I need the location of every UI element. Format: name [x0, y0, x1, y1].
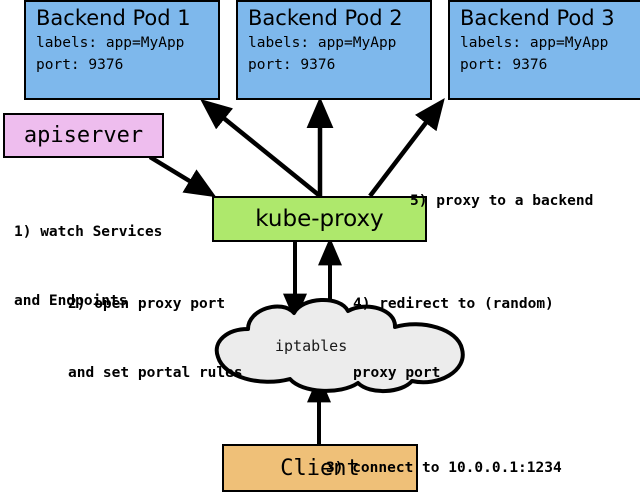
apiserver-label: apiserver	[23, 123, 144, 148]
edge-kubeproxy-to-pod-3	[368, 97, 445, 198]
kube-proxy-box[interactable]: kube-proxy	[212, 196, 427, 242]
edge-kubeproxy-to-pod-1	[200, 99, 322, 198]
backend-pod-3-box[interactable]: Backend Pod 3 labels: app=MyApp port: 93…	[448, 0, 640, 100]
kube-proxy-label: kube-proxy	[255, 206, 384, 232]
step-1-label: 1) watch Services and Endpoints	[14, 175, 162, 359]
client-label: Client	[280, 455, 360, 481]
step-5-line-1: 5) proxy to a backend	[410, 193, 594, 209]
backend-pod-2-box[interactable]: Backend Pod 2 labels: app=MyApp port: 93…	[236, 0, 432, 100]
step-3-label: 3) connect to 10.0.0.1:1234	[326, 411, 562, 494]
step-4-line-1: 4) redirect to (random)	[353, 296, 554, 312]
step-4-line-2: proxy port	[353, 365, 441, 381]
backend-pod-1-labels: labels: app=MyApp	[36, 35, 185, 51]
step-2-line-2: and set portal rules	[68, 365, 243, 381]
backend-pod-2-port: port: 9376	[248, 57, 336, 73]
step-2-line-1: 2) open proxy port	[68, 296, 226, 312]
client-box[interactable]: Client	[222, 444, 418, 492]
backend-pod-3-labels: labels: app=MyApp	[460, 35, 609, 51]
step-3-line-1: 3) connect to 10.0.0.1:1234	[326, 460, 562, 476]
step-1-line-1: 1) watch Services	[14, 224, 163, 240]
backend-pod-1-title: Backend Pod 1	[36, 6, 191, 30]
step-1-line-2: and Endpoints	[14, 293, 128, 309]
backend-pod-3-port: port: 9376	[460, 57, 548, 73]
backend-pod-1-port: port: 9376	[36, 57, 124, 73]
backend-pod-2-title: Backend Pod 2	[248, 6, 403, 30]
backend-pod-2-labels: labels: app=MyApp	[248, 35, 397, 51]
step-5-label: 5) proxy to a backend	[410, 144, 593, 259]
edge-apiserver-to-kubeproxy	[148, 155, 217, 198]
apiserver-box[interactable]: apiserver	[3, 113, 164, 158]
step-2-label: 2) open proxy port and set portal rules	[68, 247, 243, 431]
backend-pod-3-title: Backend Pod 3	[460, 6, 615, 30]
backend-pod-1-box[interactable]: Backend Pod 1 labels: app=MyApp port: 93…	[24, 0, 220, 100]
step-4-label: 4) redirect to (random) proxy port	[353, 247, 554, 431]
iptables-label: iptables	[275, 337, 348, 355]
